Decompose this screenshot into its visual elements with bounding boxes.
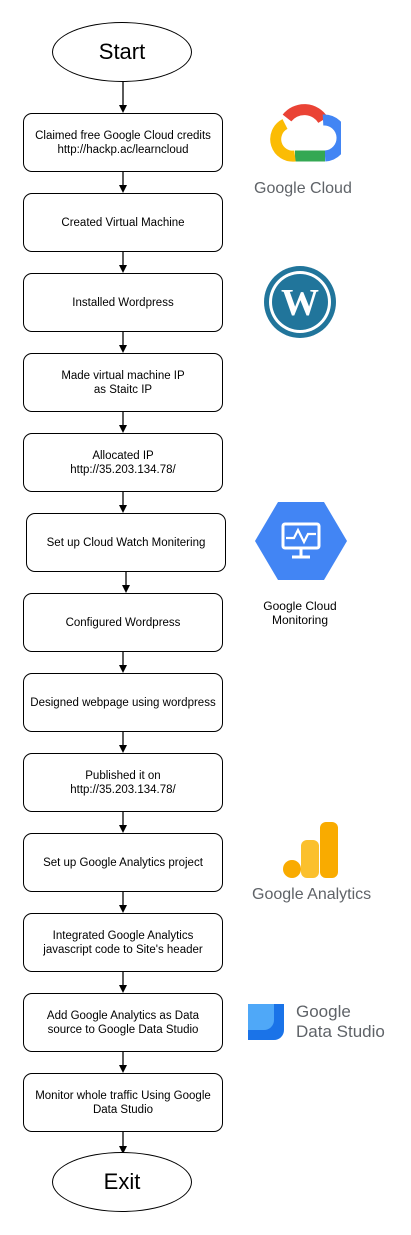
data-studio-icon [248,1004,284,1040]
analytics-wordmark: Google Analytics [252,886,372,903]
step-configure-wordpress: Configured Wordpress [23,593,223,652]
step-text: source to Google Data Studio [47,1023,199,1036]
svg-text:W: W [281,282,319,324]
step-text: Integrated Google Analytics [52,929,194,942]
monitoring-caption: Google Cloud Monitoring [245,599,355,627]
monitoring-icon [255,502,347,580]
caption-line: Google Cloud [263,599,337,613]
step-text: Created Virtual Machine [61,216,185,229]
step-text: Configured Wordpress [65,616,181,629]
start-label: Start [98,39,146,64]
data-studio-wordmark: Google Data Studio [296,1002,385,1042]
wordpress-icon: W [264,266,336,338]
step-text: http://35.203.134.78/ [70,463,176,476]
step-text: Set up Cloud Watch Monitering [46,536,206,549]
step-design-webpage: Designed webpage using wordpress [23,673,223,732]
step-text: Allocated IP [92,449,154,462]
caption-line: Monitoring [271,613,329,627]
wordmark-line: Data Studio [296,1022,385,1041]
step-static-ip: Made virtual machine IP as Staitc IP [23,353,223,412]
step-text: Monitor whole traffic Using Google [35,1089,211,1102]
step-text: Data Studio [92,1103,154,1116]
start-node: Start [52,22,192,82]
google-cloud-icon [270,104,341,162]
step-cloud-monitoring: Set up Cloud Watch Monitering [26,513,226,572]
step-allocate-ip: Allocated IP http://35.203.134.78/ [23,433,223,492]
step-data-source: Add Google Analytics as Data source to G… [23,993,223,1052]
step-text: javascript code to Site's header [43,943,203,956]
step-claim-credits: Claimed free Google Cloud credits http:/… [23,113,223,172]
step-text: Claimed free Google Cloud credits [35,129,211,142]
step-text: http://35.203.134.78/ [70,783,176,796]
step-install-wordpress: Installed Wordpress [23,273,223,332]
step-monitor-traffic: Monitor whole traffic Using Google Data … [23,1073,223,1132]
step-text: Designed webpage using wordpress [30,696,216,709]
exit-node: Exit [52,1152,192,1212]
step-integrate-analytics: Integrated Google Analytics javascript c… [23,913,223,972]
step-text: Set up Google Analytics project [43,856,203,869]
wordmark-line: Google [296,1002,351,1021]
step-analytics-project: Set up Google Analytics project [23,833,223,892]
exit-label: Exit [103,1169,141,1194]
step-text: Made virtual machine IP [61,369,185,382]
step-publish: Published it on http://35.203.134.78/ [23,753,223,812]
step-text: Published it on [85,769,161,782]
step-create-vm: Created Virtual Machine [23,193,223,252]
step-text: as Staitc IP [93,383,153,396]
step-text: Installed Wordpress [72,296,174,309]
step-text: Add Google Analytics as Data [46,1009,200,1022]
analytics-icon [283,822,338,878]
step-text: http://hackp.ac/learncloud [57,143,189,156]
google-cloud-wordmark: Google Cloud [254,180,352,197]
